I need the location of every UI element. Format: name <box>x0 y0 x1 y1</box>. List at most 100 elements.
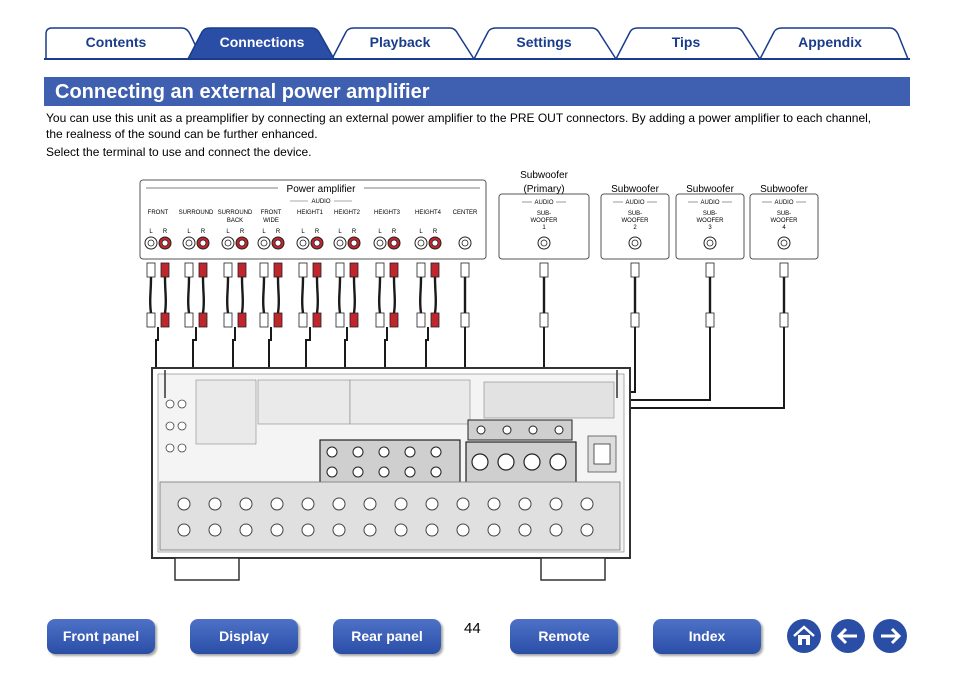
preout-jack <box>430 446 442 458</box>
speaker-terminal <box>301 497 315 511</box>
rca-jack-center <box>238 239 246 247</box>
rear-panel-button[interactable]: Rear panel <box>333 619 441 654</box>
index-button[interactable]: Index <box>653 619 761 654</box>
home-icon[interactable] <box>786 618 822 654</box>
rca-jack-center <box>631 239 639 247</box>
balanced-jack <box>471 453 489 471</box>
speaker-terminal <box>363 497 377 511</box>
amp-channel-label: WIDE <box>263 218 279 224</box>
panel-jack <box>165 399 175 409</box>
subwoofer-title: Subwoofer <box>611 184 659 195</box>
rca-jack-center <box>313 239 321 247</box>
rca-plug <box>416 262 426 278</box>
rca-jack-center <box>376 239 384 247</box>
subwoofer-box <box>498 193 590 260</box>
balanced-jack <box>523 453 541 471</box>
rca-plug <box>349 312 359 328</box>
rca-plug <box>259 312 269 328</box>
arrow-right-icon[interactable] <box>872 618 908 654</box>
tab-connections[interactable]: Connections <box>219 34 305 50</box>
rca-jack-center <box>147 239 155 247</box>
rca-plug <box>349 262 359 278</box>
rca-plug <box>160 312 170 328</box>
subwoofer-jack <box>554 425 564 435</box>
arrow-left-icon[interactable] <box>830 618 866 654</box>
rca-plug <box>430 312 440 328</box>
rca-plug <box>416 312 426 328</box>
rca-jack-center <box>336 239 344 247</box>
remote-button[interactable]: Remote <box>510 619 618 654</box>
rca-jack-center <box>350 239 358 247</box>
tab-appendix[interactable]: Appendix <box>798 34 862 50</box>
amp-left-label: L <box>378 229 382 235</box>
tab-underline <box>44 58 910 60</box>
subwoofer-jack <box>502 425 512 435</box>
subwoofer-connector-label: WOOFER <box>697 218 725 224</box>
speaker-terminal <box>177 523 191 537</box>
speaker-terminal <box>332 497 346 511</box>
rca-plug <box>198 312 208 328</box>
speaker-terminal <box>270 523 284 537</box>
amp-channel-label: HEIGHT2 <box>334 210 361 216</box>
speaker-terminal <box>239 523 253 537</box>
speaker-terminal <box>580 523 594 537</box>
rca-plug <box>237 312 247 328</box>
tab-contents[interactable]: Contents <box>85 34 147 50</box>
subwoofer-audio-label: AUDIO <box>774 200 793 206</box>
rca-plug <box>184 262 194 278</box>
panel-jack <box>177 421 187 431</box>
instruction-paragraph: Select the terminal to use and connect t… <box>46 145 312 159</box>
preout-jack <box>352 466 364 478</box>
tab-settings[interactable]: Settings <box>516 34 572 50</box>
speaker-terminal <box>208 523 222 537</box>
preout-jack <box>404 446 416 458</box>
rca-plug <box>630 312 640 328</box>
subwoofer-connector-label: SUB- <box>628 211 642 217</box>
subwoofer-connector-label: 3 <box>708 225 712 231</box>
rca-plug <box>312 262 322 278</box>
speaker-terminal <box>425 523 439 537</box>
chapter-tabs: Contents Connections Playback Settings T… <box>44 26 910 60</box>
amp-right-label: R <box>240 229 245 235</box>
amp-right-label: R <box>276 229 281 235</box>
rca-plug <box>146 262 156 278</box>
rca-plug <box>460 262 470 278</box>
rca-plug <box>273 312 283 328</box>
page-title-bar: Connecting an external power amplifier <box>44 77 910 106</box>
rca-plug <box>705 262 715 278</box>
speaker-terminal <box>487 497 501 511</box>
speaker-terminal <box>518 523 532 537</box>
rca-cable-pair <box>186 276 206 314</box>
rca-plug <box>184 312 194 328</box>
tab-tips[interactable]: Tips <box>671 34 701 50</box>
subwoofer-connector-label: 1 <box>542 225 546 231</box>
rca-cable-pair <box>148 276 168 314</box>
rca-cable-pair <box>337 276 357 314</box>
amp-left-label: L <box>149 229 153 235</box>
subwoofer-box <box>600 193 670 260</box>
subwoofer-title: Subwoofer <box>520 170 568 181</box>
subwoofer-jack <box>528 425 538 435</box>
display-button[interactable]: Display <box>190 619 298 654</box>
balanced-jack <box>497 453 515 471</box>
front-panel-button[interactable]: Front panel <box>47 619 155 654</box>
speaker-terminal <box>301 523 315 537</box>
rca-jack-center <box>299 239 307 247</box>
tab-playback[interactable]: Playback <box>369 34 431 50</box>
speaker-terminal <box>456 523 470 537</box>
preout-jack <box>378 446 390 458</box>
rca-jack-center <box>431 239 439 247</box>
speaker-terminal <box>332 523 346 537</box>
preout-jack <box>352 446 364 458</box>
speaker-terminal <box>549 497 563 511</box>
amp-left-label: L <box>262 229 266 235</box>
amp-right-label: R <box>433 229 438 235</box>
speaker-terminal <box>394 523 408 537</box>
rca-plug <box>160 262 170 278</box>
amp-right-label: R <box>315 229 320 235</box>
preout-jack <box>326 466 338 478</box>
rca-plug <box>779 262 789 278</box>
amp-channel-label: HEIGHT3 <box>374 210 401 216</box>
rca-plug <box>375 262 385 278</box>
subwoofer-box <box>749 193 819 260</box>
